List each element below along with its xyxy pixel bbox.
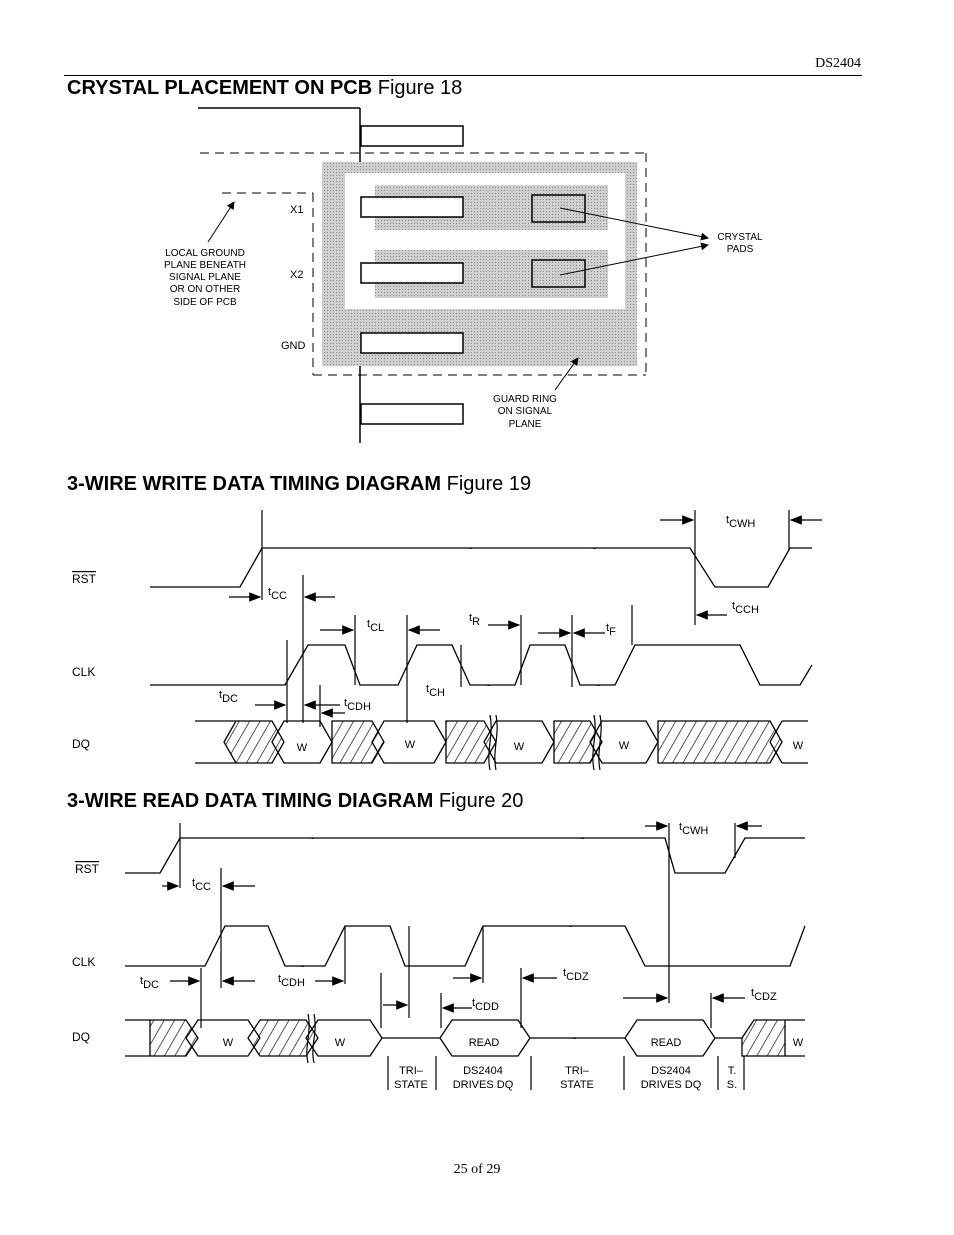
svg-text:~: ~ xyxy=(466,543,472,555)
state-drives1-line-1: DS2404 xyxy=(463,1065,503,1077)
read-timing-tcdz-1: tCDZ xyxy=(563,967,589,983)
read-clk-label: CLK xyxy=(72,955,95,969)
guard-ring-line-2: ON SIGNAL xyxy=(498,406,553,417)
read-data-read1: READ xyxy=(469,1037,500,1049)
local-ground-line-4: OR ON OTHER xyxy=(170,284,241,295)
timing-tcl: tCL xyxy=(367,618,384,634)
state-tri2-line-2: STATE xyxy=(560,1079,594,1091)
svg-text:~: ~ xyxy=(594,680,600,692)
local-ground-line-5: SIDE OF PCB xyxy=(173,297,237,308)
crystal-pads-line-2: PADS xyxy=(727,244,754,255)
crystal-pad xyxy=(531,194,586,223)
write-dq-label: DQ xyxy=(72,737,90,751)
read-timing-tcdd: tCDD xyxy=(472,997,499,1013)
timing-tdc: tDC xyxy=(219,689,238,705)
read-timing-tcwh: tCWH xyxy=(679,821,708,837)
timing-tcwh: tCWH xyxy=(726,514,755,530)
timing-tcc: tCC xyxy=(268,586,287,602)
state-tri1-line-2: STATE xyxy=(394,1079,428,1091)
figure-18-title-bold: CRYSTAL PLACEMENT ON PCB xyxy=(67,77,373,99)
timing-tf: tF xyxy=(606,622,616,638)
write-data-w: W xyxy=(514,741,525,753)
page-number: 25 of 29 xyxy=(453,1162,501,1177)
guard-ring-line-3: PLANE xyxy=(509,419,542,430)
svg-text:~: ~ xyxy=(484,680,490,692)
state-ts-line-1: T. xyxy=(728,1065,737,1077)
timing-tch: tCH xyxy=(426,683,445,699)
figure-19-title-fig: Figure 19 xyxy=(446,473,532,495)
figure-19-title: 3-WIRE WRITE DATA TIMING DIAGRAM Figure … xyxy=(67,473,531,496)
read-rst-label: RST xyxy=(75,862,100,876)
svg-text:~: ~ xyxy=(298,961,304,973)
write-data-w: W xyxy=(405,739,416,751)
figure-20-title-bold: 3-WIRE READ DATA TIMING DIAGRAM xyxy=(67,790,434,812)
svg-text:~: ~ xyxy=(570,1033,576,1045)
read-data-w3: W xyxy=(793,1037,804,1049)
state-tri2-line-1: TRI– xyxy=(565,1065,590,1077)
read-data-w1: W xyxy=(223,1037,234,1049)
write-data-w: W xyxy=(297,742,308,754)
write-clk-label: CLK xyxy=(72,665,95,679)
local-ground-line-3: SIGNAL PLANE xyxy=(169,272,241,283)
label-x2: X2 xyxy=(290,269,303,281)
state-ts-line-2: S. xyxy=(727,1079,737,1091)
read-timing-tcc: tCC xyxy=(192,877,211,893)
state-drives2-line-2: DRIVES DQ xyxy=(641,1079,702,1091)
figure-20-diagram: RST CLK DQ W W READ READ W TRI– STATE DS… xyxy=(72,821,806,1091)
read-data-w2: W xyxy=(335,1037,346,1049)
timing-tcch: tCCH xyxy=(732,600,759,616)
svg-text:~: ~ xyxy=(308,833,314,845)
state-drives2-line-1: DS2404 xyxy=(651,1065,691,1077)
timing-tr: tR xyxy=(469,612,480,628)
figure-18-diagram: X1 X2 GND LOCAL GROUND PLANE BENEATH SIG… xyxy=(164,107,763,443)
local-ground-line-2: PLANE BENEATH xyxy=(164,260,246,271)
state-tri1-line-1: TRI– xyxy=(399,1065,424,1077)
read-timing-tcdz-2: tCDZ xyxy=(751,987,777,1003)
figure-19-title-bold: 3-WIRE WRITE DATA TIMING DIAGRAM xyxy=(67,473,442,495)
write-rst-label: RST xyxy=(72,572,97,586)
read-timing-tdc: tDC xyxy=(140,975,159,991)
figure-19-diagram: RST CLK DQ W W W W W tCWH tCC tCCH tCL t… xyxy=(72,510,822,771)
read-dq-label: DQ xyxy=(72,1030,90,1044)
crystal-pads-line-1: CRYSTAL xyxy=(717,232,763,243)
header-part-number: DS2404 xyxy=(815,56,861,71)
state-drives1-line-2: DRIVES DQ xyxy=(453,1079,514,1091)
timing-tcdh: tCDH xyxy=(344,697,371,713)
header-rule xyxy=(64,75,862,76)
read-data-read2: READ xyxy=(651,1037,682,1049)
figure-18-title-fig: Figure 18 xyxy=(377,77,463,99)
local-ground-line-1: LOCAL GROUND xyxy=(165,248,245,259)
guard-ring-line-1: GUARD RING xyxy=(493,394,557,405)
figure-20-title-fig: Figure 20 xyxy=(438,790,524,812)
label-x1: X1 xyxy=(290,204,303,216)
figure-20-title: 3-WIRE READ DATA TIMING DIAGRAM Figure 2… xyxy=(67,790,523,813)
read-timing-tcdh: tCDH xyxy=(278,973,305,989)
crystal-pad xyxy=(531,259,586,288)
figure-18-title: CRYSTAL PLACEMENT ON PCB Figure 18 xyxy=(67,77,462,100)
svg-text:~: ~ xyxy=(590,543,596,555)
svg-text:~: ~ xyxy=(566,921,572,933)
write-data-w: W xyxy=(793,740,804,752)
svg-text:~: ~ xyxy=(578,833,584,845)
label-gnd: GND xyxy=(281,340,306,352)
write-data-w: W xyxy=(619,740,630,752)
